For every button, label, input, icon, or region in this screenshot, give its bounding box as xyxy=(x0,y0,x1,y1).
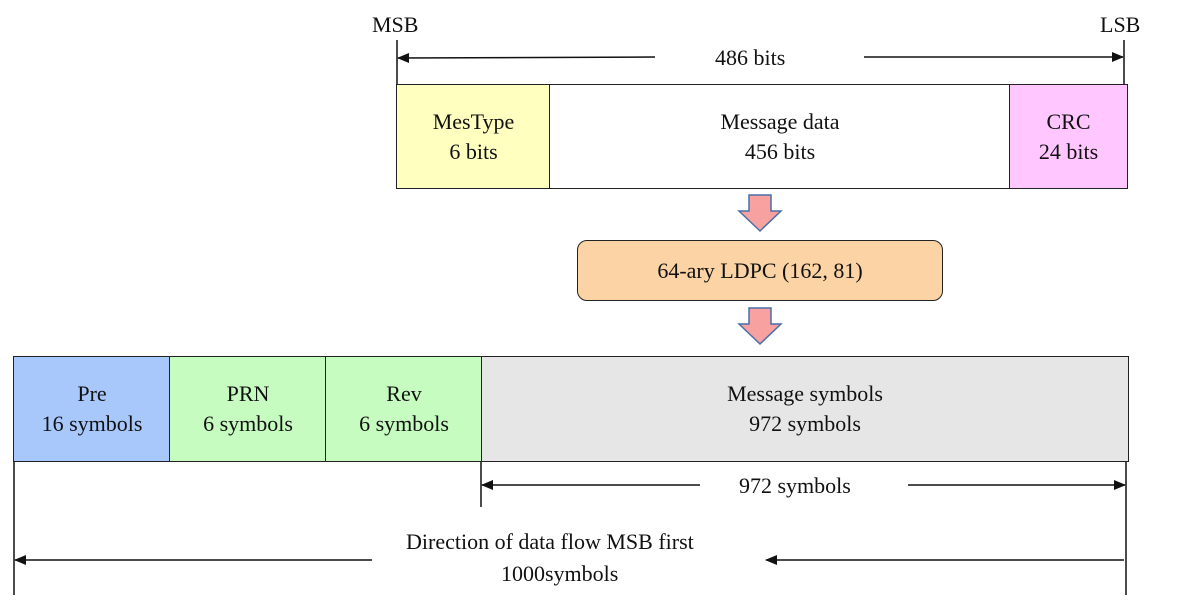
pre-name: Pre xyxy=(77,381,107,406)
message-data-field: Message data 456 bits xyxy=(549,84,1011,189)
message-data-size: 456 bits xyxy=(744,138,816,164)
crc-name: CRC xyxy=(1046,108,1091,134)
prn-size: 6 symbols xyxy=(203,411,293,436)
rev-size: 6 symbols xyxy=(359,411,449,436)
mestype-name: MesType xyxy=(432,108,515,134)
mestype-field: MesType 6 bits xyxy=(396,84,551,189)
rev-name: Rev xyxy=(386,381,422,406)
flow-direction-label: Direction of data flow MSB first xyxy=(406,529,694,554)
ldpc-encoder-label: 64-ary LDPC (162, 81) xyxy=(657,257,863,283)
lsb-label: LSB xyxy=(1100,12,1141,37)
total-bits-label: 486 bits xyxy=(715,45,786,70)
rev-field: Rev 6 symbols xyxy=(325,356,483,462)
prn-name: PRN xyxy=(226,381,270,406)
down-arrow-1 xyxy=(737,194,783,233)
msb-label: MSB xyxy=(372,12,419,37)
prn-field: PRN 6 symbols xyxy=(169,356,327,462)
mestype-size: 6 bits xyxy=(449,138,498,164)
message-symbols-field: Message symbols 972 symbols xyxy=(481,356,1129,462)
message-symbols-size: 972 symbols xyxy=(749,411,861,436)
crc-size: 24 bits xyxy=(1038,138,1099,164)
pre-field: Pre 16 symbols xyxy=(13,356,171,462)
message-symbols-name: Message symbols xyxy=(727,381,883,406)
message-data-name: Message data xyxy=(720,108,840,134)
crc-field: CRC 24 bits xyxy=(1009,84,1128,189)
pre-size: 16 symbols xyxy=(41,411,143,436)
down-arrow-2 xyxy=(737,307,783,346)
message-span-label: 972 symbols xyxy=(739,473,851,498)
bits-arrow-left xyxy=(397,52,656,63)
ldpc-encoder-box: 64-ary LDPC (162, 81) xyxy=(577,240,943,301)
flow-total-label: 1000symbols xyxy=(501,561,619,586)
